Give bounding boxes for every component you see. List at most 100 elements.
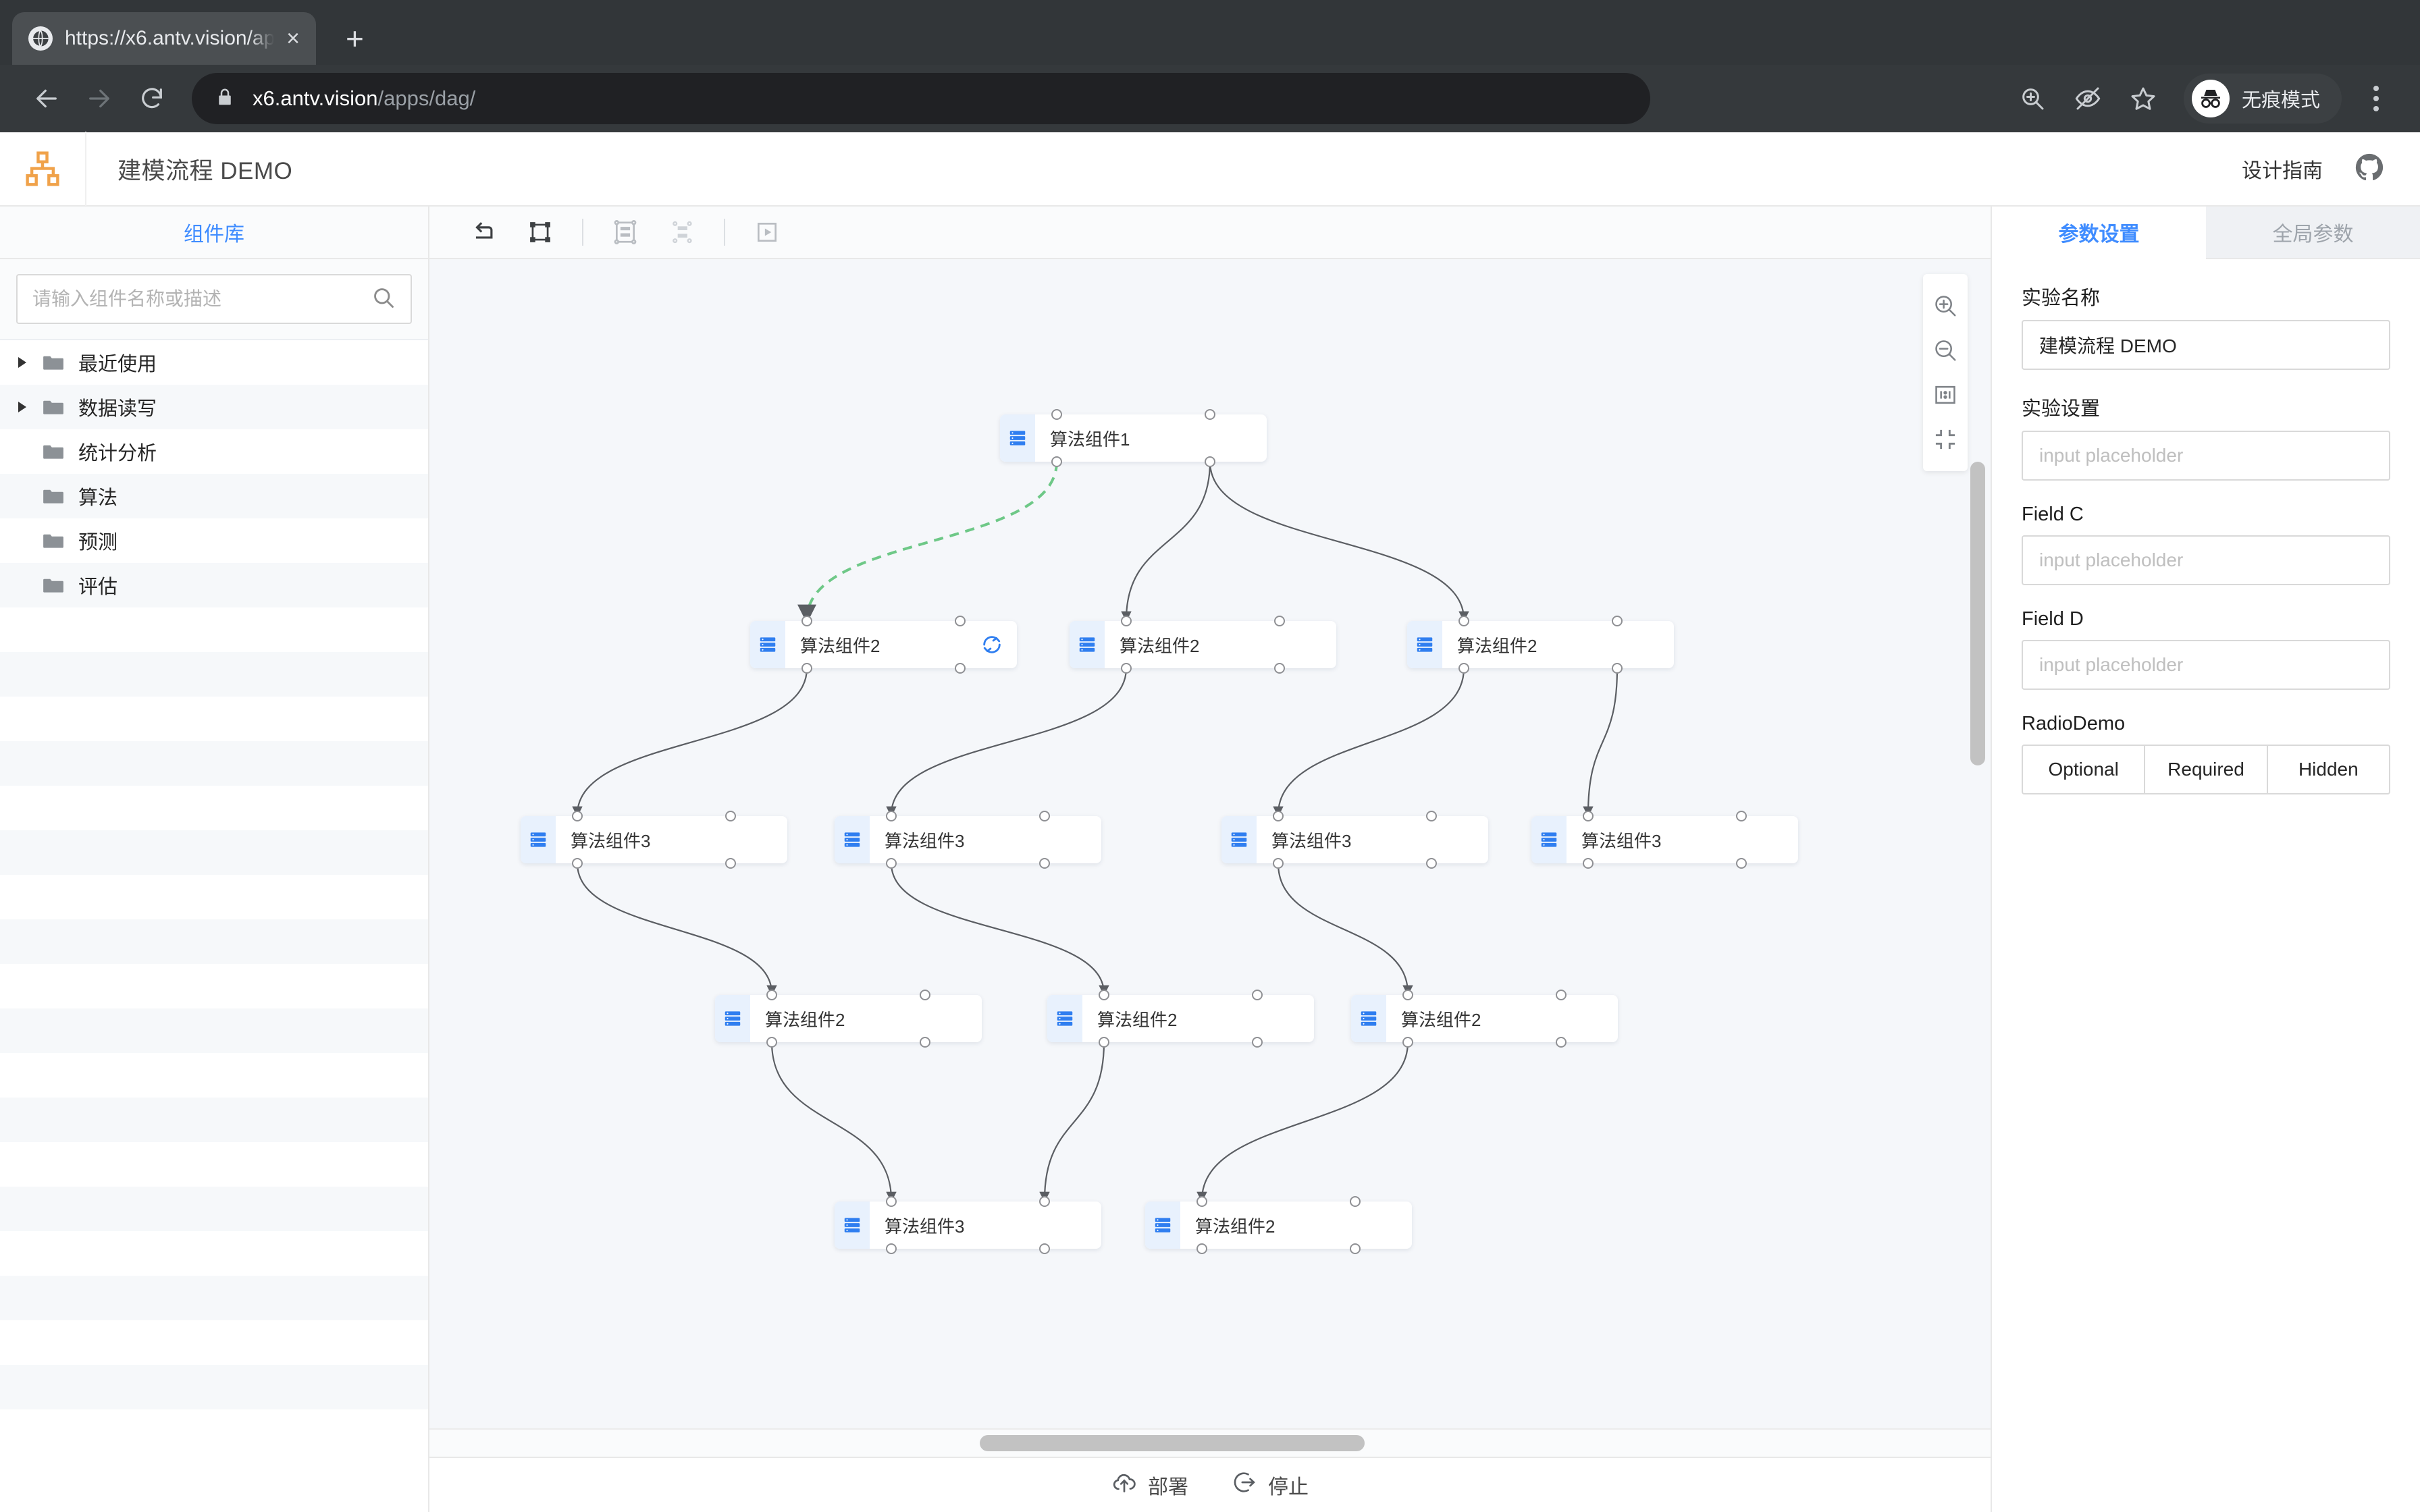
node-port-bottom-right[interactable] [1350, 1243, 1361, 1254]
dag-edge[interactable] [890, 863, 1109, 996]
dag-node[interactable]: 算法组件3 [521, 811, 787, 869]
node-port-bottom-left[interactable] [1273, 858, 1284, 869]
dag-edge[interactable] [1121, 461, 1211, 622]
node-port-top-right[interactable] [920, 990, 930, 1000]
node-port-top-right[interactable] [955, 616, 966, 626]
browser-tab[interactable]: https://x6.antv.vision/apps/dag × [12, 12, 316, 65]
node-port-bottom-left[interactable] [1583, 858, 1594, 869]
dag-node[interactable]: 算法组件2 [750, 616, 1017, 674]
node-port-bottom-left[interactable] [766, 1037, 777, 1048]
github-icon[interactable] [2354, 152, 2385, 186]
node-port-bottom-left[interactable] [1121, 663, 1132, 674]
browser-menu-icon[interactable] [2352, 73, 2400, 124]
undo-icon[interactable] [459, 208, 508, 256]
node-port-bottom-right[interactable] [920, 1037, 930, 1048]
dag-canvas[interactable]: 算法组件1 算法组件2 算法组件2 算法组件2 算法组件3 算法组件3 算法组件3 算法组件3… [429, 259, 1991, 1428]
dag-edge[interactable] [1209, 461, 1469, 622]
node-port-top-left[interactable] [766, 990, 777, 1000]
node-port-top-right[interactable] [1736, 811, 1747, 821]
sidebar-item-2[interactable]: 统计分析 [0, 429, 428, 474]
dag-node[interactable]: 算法组件3 [835, 811, 1101, 869]
dag-node[interactable]: 算法组件3 [1531, 811, 1798, 869]
settings-tab-0[interactable]: 参数设置 [1992, 207, 2206, 259]
settings-tab-1[interactable]: 全局参数 [2206, 207, 2420, 259]
dag-edge[interactable] [1583, 668, 1619, 817]
node-port-top-right[interactable] [725, 811, 736, 821]
ungroup-icon[interactable] [658, 208, 706, 256]
dag-edge[interactable] [770, 1042, 897, 1203]
forward-icon[interactable] [73, 72, 126, 125]
dag-edge[interactable] [576, 863, 777, 996]
node-port-top-left[interactable] [1196, 1196, 1207, 1207]
field-input-0[interactable] [2022, 320, 2390, 370]
incognito-indicator[interactable]: 无痕模式 [2183, 74, 2342, 124]
dag-node[interactable]: 算法组件2 [1070, 616, 1336, 674]
node-port-bottom-right[interactable] [1252, 1037, 1263, 1048]
back-icon[interactable] [20, 72, 73, 125]
zoom-reset-icon[interactable] [1923, 373, 1968, 417]
field-text-1[interactable] [2039, 445, 2373, 466]
dag-node[interactable]: 算法组件3 [1221, 811, 1488, 869]
dag-edge[interactable] [572, 668, 808, 817]
sidebar-item-4[interactable]: 预测 [0, 518, 428, 563]
search-box[interactable] [16, 274, 412, 324]
radio-option-1[interactable]: Required [2145, 745, 2268, 794]
field-text-2[interactable] [2039, 549, 2373, 571]
node-port-top-left[interactable] [801, 616, 812, 626]
dag-edge[interactable] [1273, 668, 1465, 817]
eye-off-icon[interactable] [2062, 73, 2113, 124]
dag-node[interactable]: 算法组件3 [835, 1196, 1101, 1254]
node-port-top-right[interactable] [1252, 990, 1263, 1000]
group-icon[interactable] [601, 208, 650, 256]
field-text-3[interactable] [2039, 654, 2373, 676]
node-port-bottom-right[interactable] [1556, 1037, 1567, 1048]
fit-screen-icon[interactable] [1923, 417, 1968, 462]
field-text-0[interactable] [2039, 334, 2373, 356]
node-port-top-left[interactable] [1051, 409, 1062, 420]
stop-button[interactable]: 停止 [1232, 1469, 1309, 1501]
node-port-top-right[interactable] [1274, 616, 1285, 626]
node-port-top-right[interactable] [1556, 990, 1567, 1000]
node-port-bottom-left[interactable] [886, 858, 897, 869]
tab-component-library[interactable]: 组件库 [0, 207, 428, 259]
node-port-bottom-right[interactable] [955, 663, 966, 674]
field-input-3[interactable] [2022, 640, 2390, 690]
run-icon[interactable] [743, 208, 791, 256]
node-port-bottom-left[interactable] [886, 1243, 897, 1254]
select-box-icon[interactable] [516, 208, 564, 256]
bookmark-star-icon[interactable] [2118, 73, 2169, 124]
dag-node[interactable]: 算法组件2 [1145, 1196, 1412, 1254]
chevron-right-icon[interactable] [14, 402, 31, 412]
node-port-top-right[interactable] [1205, 409, 1215, 420]
sidebar-item-5[interactable]: 评估 [0, 563, 428, 608]
node-port-top-right[interactable] [1350, 1196, 1361, 1207]
node-port-bottom-left[interactable] [1458, 663, 1469, 674]
dag-node[interactable]: 算法组件2 [1407, 616, 1674, 674]
node-port-top-left[interactable] [1099, 990, 1109, 1000]
deploy-button[interactable]: 部署 [1111, 1469, 1188, 1501]
search-icon[interactable] [371, 286, 396, 313]
node-port-bottom-left[interactable] [1196, 1243, 1207, 1254]
node-port-top-right[interactable] [1039, 1196, 1050, 1207]
dag-node[interactable]: 算法组件1 [1000, 409, 1267, 467]
zoom-in-icon[interactable] [1923, 284, 1968, 328]
node-port-bottom-right[interactable] [1736, 858, 1747, 869]
node-port-top-left[interactable] [1121, 616, 1132, 626]
radio-option-2[interactable]: Hidden [2267, 745, 2390, 794]
zoom-search-icon[interactable] [2007, 73, 2058, 124]
node-port-bottom-right[interactable] [1039, 1243, 1050, 1254]
node-port-top-left[interactable] [572, 811, 583, 821]
dag-edge[interactable] [1196, 1042, 1409, 1203]
dag-edge[interactable] [797, 461, 1058, 624]
canvas-vertical-scrollbar[interactable] [1970, 462, 1985, 765]
canvas-horizontal-scrollbar[interactable] [980, 1435, 1365, 1451]
node-port-top-right[interactable] [1426, 811, 1437, 821]
node-port-top-left[interactable] [886, 811, 897, 821]
node-port-bottom-left[interactable] [1402, 1037, 1413, 1048]
close-icon[interactable]: × [286, 26, 300, 51]
node-port-bottom-right[interactable] [1205, 456, 1215, 467]
chevron-right-icon[interactable] [14, 357, 31, 368]
node-port-bottom-right[interactable] [1612, 663, 1623, 674]
node-port-top-left[interactable] [1402, 990, 1413, 1000]
dag-edge[interactable] [886, 668, 1128, 817]
